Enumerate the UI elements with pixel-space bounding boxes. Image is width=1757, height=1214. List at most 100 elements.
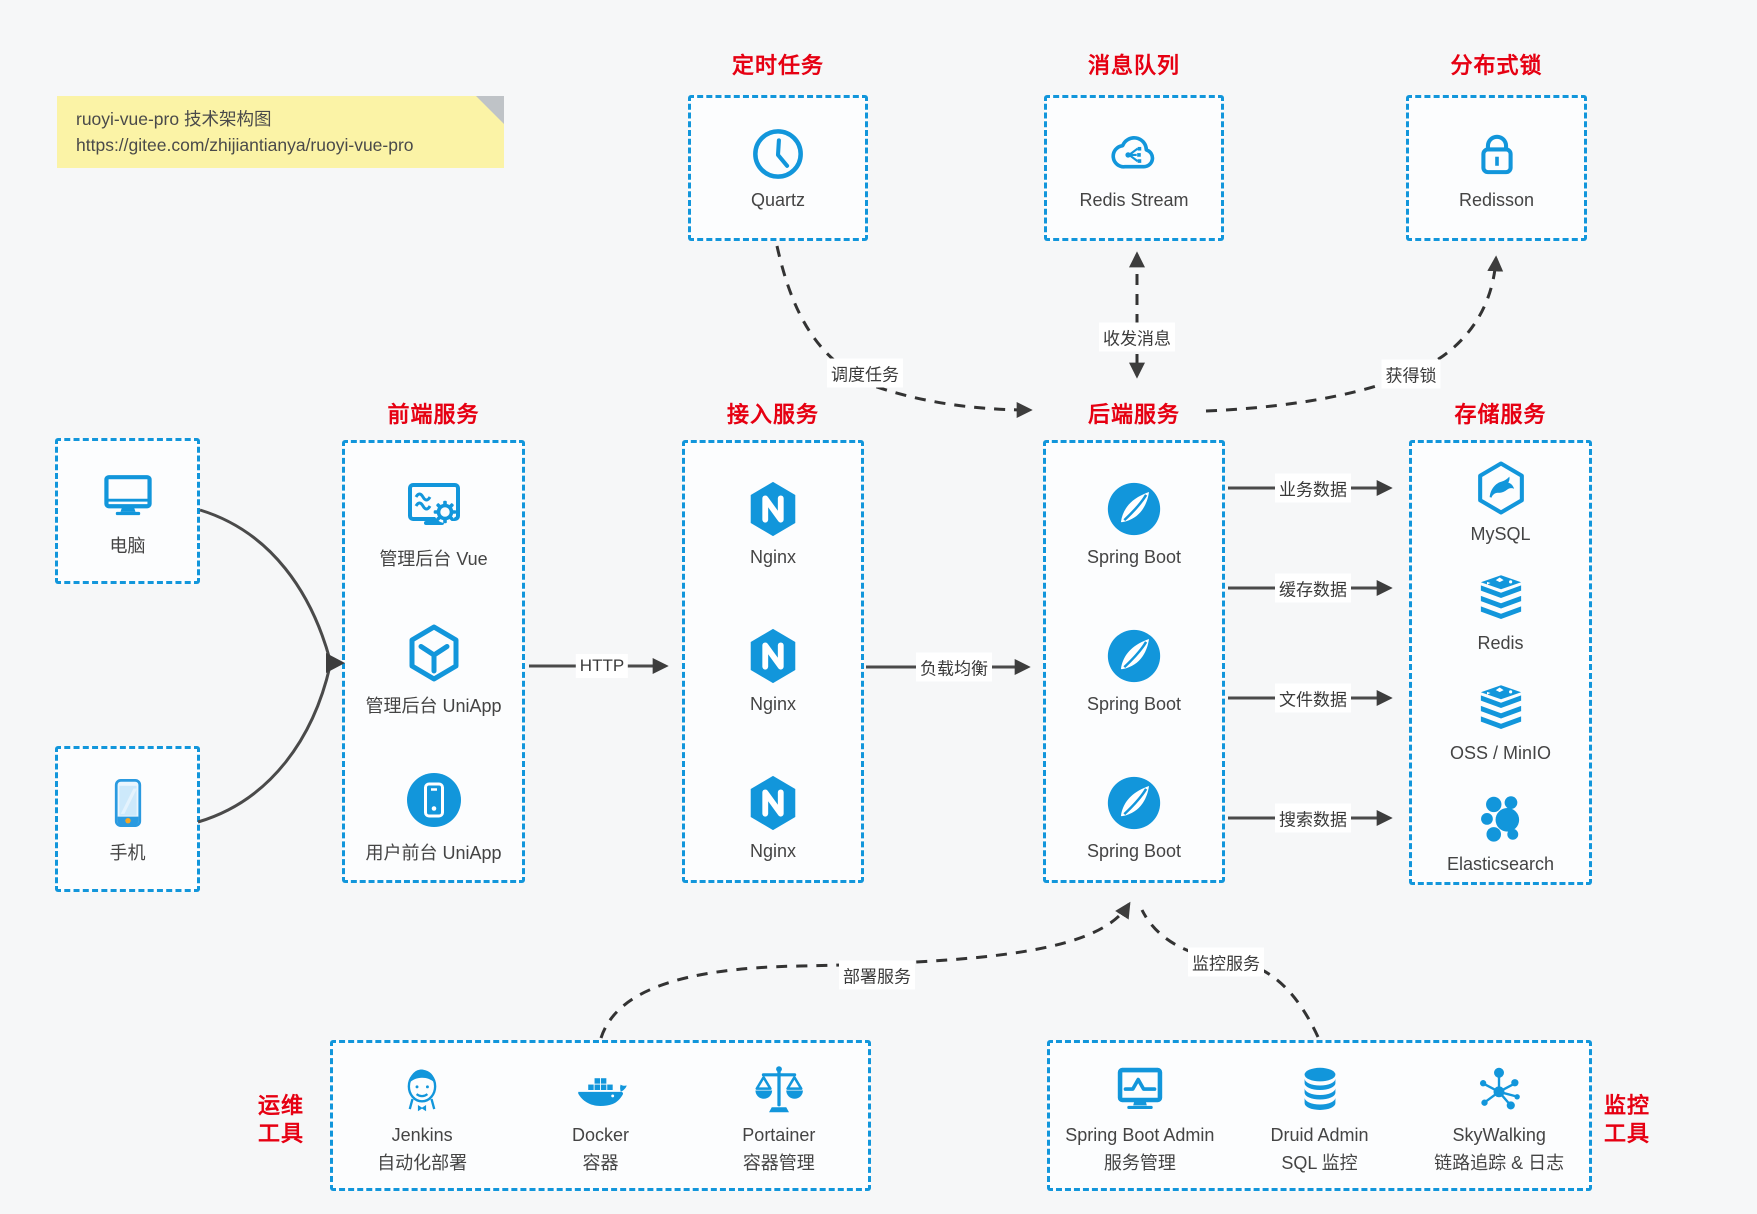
column-title-backend: 后端服务	[1087, 402, 1180, 427]
druid-icon	[1304, 1067, 1335, 1110]
desktop-icon	[98, 465, 158, 525]
node-label: Spring Boot	[1086, 693, 1182, 714]
node-spring-boot-admin: Spring Boot Admin 服务管理	[1050, 1043, 1230, 1188]
node-label: 用户前台 UniApp	[365, 843, 502, 863]
clock-icon	[749, 125, 807, 183]
node-label: Redis Stream	[1079, 190, 1189, 210]
group-title-distributed-lock: 分布式锁	[1450, 53, 1543, 78]
node-sublabel: 容器管理	[742, 1152, 815, 1173]
spring-boot-icon	[1106, 481, 1162, 536]
node-admin-uniapp: 管理后台 UniApp	[345, 596, 522, 743]
node-spring-boot: Spring Boot	[1046, 449, 1222, 596]
group-message-queue: Redis Stream	[1044, 95, 1224, 241]
connector-label-cache-data: 缓存数据	[1275, 573, 1351, 603]
admin-vue-icon	[407, 483, 460, 527]
connector-label-load-balance: 负载均衡	[916, 652, 992, 682]
jenkins-icon	[407, 1067, 437, 1112]
node-label: MySQL	[1470, 524, 1531, 544]
column-title-storage: 存储服务	[1454, 402, 1547, 427]
connector-label-business-data: 业务数据	[1275, 473, 1351, 503]
note-title: ruoyi-vue-pro 技术架构图	[76, 109, 272, 129]
node-label: Nginx	[749, 546, 797, 567]
node-sublabel: 容器	[582, 1152, 619, 1173]
cloud-stream-icon	[1111, 136, 1155, 169]
node-sublabel: 自动化部署	[377, 1152, 468, 1173]
client-mobile: 手机	[55, 746, 200, 892]
connector-label-deploy-service: 部署服务	[839, 960, 915, 990]
node-elasticsearch: Elasticsearch	[1412, 777, 1589, 887]
node-label: Druid Admin	[1270, 1124, 1369, 1145]
node-label: Elasticsearch	[1446, 854, 1555, 874]
column-frontend: 管理后台 Vue 管理后台 UniApp 用户前台 UniApp	[342, 440, 525, 883]
storage-stack-icon	[1480, 685, 1521, 729]
redis-icon	[1480, 575, 1521, 619]
smartphone-icon	[114, 778, 141, 827]
connector-label-acquire-lock: 获得锁	[1381, 359, 1441, 389]
node-label: SkyWalking	[1452, 1124, 1546, 1145]
node-label: 电脑	[109, 535, 146, 556]
connector-schedule-task	[775, 245, 1033, 418]
node-label: Nginx	[749, 840, 797, 861]
connector-label-schedule-task: 调度任务	[827, 358, 903, 388]
lock-icon	[1468, 125, 1526, 183]
node-label: Quartz	[750, 190, 806, 210]
elasticsearch-icon	[1480, 796, 1519, 842]
node-label: 管理后台 UniApp	[365, 696, 502, 716]
connector-label-file-data: 文件数据	[1275, 683, 1351, 713]
connector-label-http: HTTP	[575, 654, 629, 678]
connector-label-monitor-service: 监控服务	[1188, 947, 1264, 977]
nginx-icon	[742, 478, 804, 540]
side-title-ops-tools: 运维工具	[257, 1093, 304, 1146]
portainer-icon	[753, 1064, 805, 1113]
node-nginx: Nginx	[685, 596, 861, 743]
spring-boot-icon	[1106, 775, 1162, 830]
sticky-note: ruoyi-vue-pro 技术架构图 https://gitee.com/zh…	[57, 96, 504, 168]
node-label: 管理后台 Vue	[379, 549, 488, 569]
group-title-message-queue: 消息队列	[1087, 53, 1180, 78]
node-label: Redis	[1477, 633, 1524, 653]
node-label: Spring Boot	[1086, 840, 1182, 861]
docker-icon	[578, 1077, 628, 1106]
group-distributed-lock: Redisson	[1406, 95, 1587, 241]
node-spring-boot: Spring Boot	[1046, 743, 1222, 890]
connector-label-search-data: 搜索数据	[1275, 803, 1351, 833]
node-nginx: Nginx	[685, 449, 861, 596]
column-gateway: Nginx Nginx Nginx	[682, 440, 864, 883]
skywalking-icon	[1478, 1066, 1522, 1111]
nginx-icon	[742, 772, 804, 834]
connector-label-send-receive-message: 收发消息	[1099, 322, 1175, 352]
spring-boot-admin-icon	[1111, 1061, 1169, 1119]
node-redis: Redis	[1412, 557, 1589, 667]
node-spring-boot: Spring Boot	[1046, 596, 1222, 743]
node-skywalking: SkyWalking 链路追踪 & 日志	[1409, 1043, 1589, 1188]
group-monitor-tools: Spring Boot Admin 服务管理 Druid Admin SQL 监…	[1047, 1040, 1592, 1191]
node-label: Portainer	[742, 1124, 816, 1145]
spring-boot-icon	[1106, 628, 1162, 683]
connector-clients-to-frontend	[197, 508, 332, 824]
node-label: Docker	[571, 1124, 629, 1145]
mysql-icon	[1472, 459, 1530, 517]
node-docker: Docker 容器	[511, 1043, 689, 1188]
side-title-monitor-tools: 监控工具	[1603, 1093, 1650, 1146]
node-oss-minio: OSS / MinIO	[1412, 667, 1589, 777]
group-scheduled-task: Quartz	[688, 95, 868, 241]
node-mysql: MySQL	[1412, 447, 1589, 557]
node-label: Jenkins	[391, 1124, 453, 1145]
node-sublabel: 服务管理	[1103, 1152, 1176, 1173]
node-portainer: Portainer 容器管理	[690, 1043, 868, 1188]
node-sublabel: SQL 监控	[1281, 1152, 1358, 1173]
node-label: 手机	[109, 842, 146, 863]
node-jenkins: Jenkins 自动化部署	[333, 1043, 511, 1188]
node-label: Spring Boot Admin	[1065, 1124, 1215, 1145]
column-title-frontend: 前端服务	[387, 402, 480, 427]
uniapp-hexagon-icon	[402, 621, 466, 685]
connector-acquire-lock	[1205, 255, 1504, 413]
node-user-uniapp: 用户前台 UniApp	[345, 743, 522, 890]
node-label: Spring Boot	[1086, 546, 1182, 567]
column-backend: Spring Boot Spring Boot Spring Boot	[1043, 440, 1225, 883]
nginx-icon	[742, 625, 804, 687]
node-label: Redisson	[1458, 190, 1535, 210]
node-nginx: Nginx	[685, 743, 861, 890]
node-druid-admin: Druid Admin SQL 监控	[1230, 1043, 1410, 1188]
